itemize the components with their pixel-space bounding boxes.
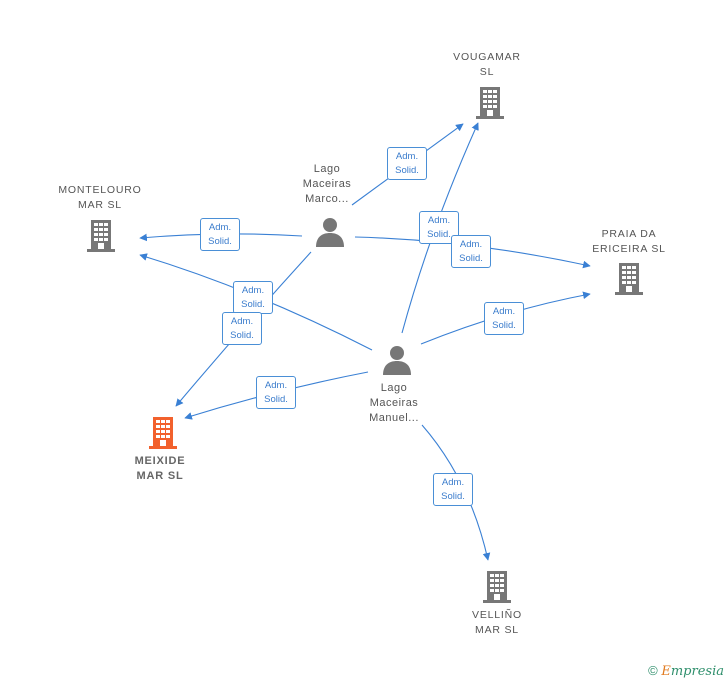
- relation-line1: Adm.: [492, 306, 516, 317]
- relation-badge[interactable]: Adm. Solid.: [256, 376, 296, 409]
- relation-line1: Adm.: [264, 380, 288, 391]
- relation-badge[interactable]: Adm. Solid.: [484, 302, 524, 335]
- building-icon: [148, 416, 178, 450]
- relation-line1: Adm.: [208, 222, 232, 233]
- relation-line2: Solid.: [441, 491, 465, 502]
- relation-line1: Adm.: [230, 316, 254, 327]
- relation-line1: Adm.: [427, 215, 451, 226]
- person-label: Lago Maceiras Marco...: [302, 163, 352, 205]
- relation-line2: Solid.: [427, 229, 451, 240]
- relation-badge[interactable]: Adm. Solid.: [387, 147, 427, 180]
- person-label: Lago Maceiras Manuel...: [369, 382, 419, 424]
- company-label: VOUGAMAR SL: [453, 51, 521, 78]
- relation-line2: Solid.: [230, 330, 254, 341]
- company-label: PRAIA DA ERICEIRA SL: [592, 228, 666, 255]
- relation-line1: Adm.: [459, 239, 483, 250]
- building-icon: [475, 86, 505, 120]
- copyright-icon: ©: [648, 663, 658, 678]
- relation-badge[interactable]: Adm. Solid.: [451, 235, 491, 268]
- relation-badge[interactable]: Adm. Solid.: [200, 218, 240, 251]
- company-label: MEIXIDE MAR SL: [134, 455, 186, 482]
- relation-line2: Solid.: [492, 320, 516, 331]
- person-icon: [383, 346, 411, 375]
- relation-line2: Solid.: [208, 236, 232, 247]
- relation-line2: Solid.: [459, 253, 483, 264]
- company-label: VELLIÑO MAR SL: [472, 609, 522, 636]
- relation-line1: Adm.: [441, 477, 465, 488]
- relation-badge[interactable]: Adm. Solid.: [222, 312, 262, 345]
- company-label: MONTELOURO MAR SL: [58, 184, 142, 211]
- building-icon: [614, 262, 644, 296]
- relation-badge[interactable]: Adm. Solid.: [233, 281, 273, 314]
- relation-line2: Solid.: [241, 299, 265, 310]
- relation-badge[interactable]: Adm. Solid.: [433, 473, 473, 506]
- building-icon: [482, 570, 512, 604]
- relation-line1: Adm.: [395, 151, 419, 162]
- relation-line1: Adm.: [241, 285, 265, 296]
- footer-brand[interactable]: © Empresia: [648, 663, 724, 679]
- relation-line2: Solid.: [264, 394, 288, 405]
- person-icon: [316, 218, 344, 247]
- building-icon: [86, 219, 116, 253]
- brand-logo: Empresia: [661, 664, 724, 679]
- relation-line2: Solid.: [395, 165, 419, 176]
